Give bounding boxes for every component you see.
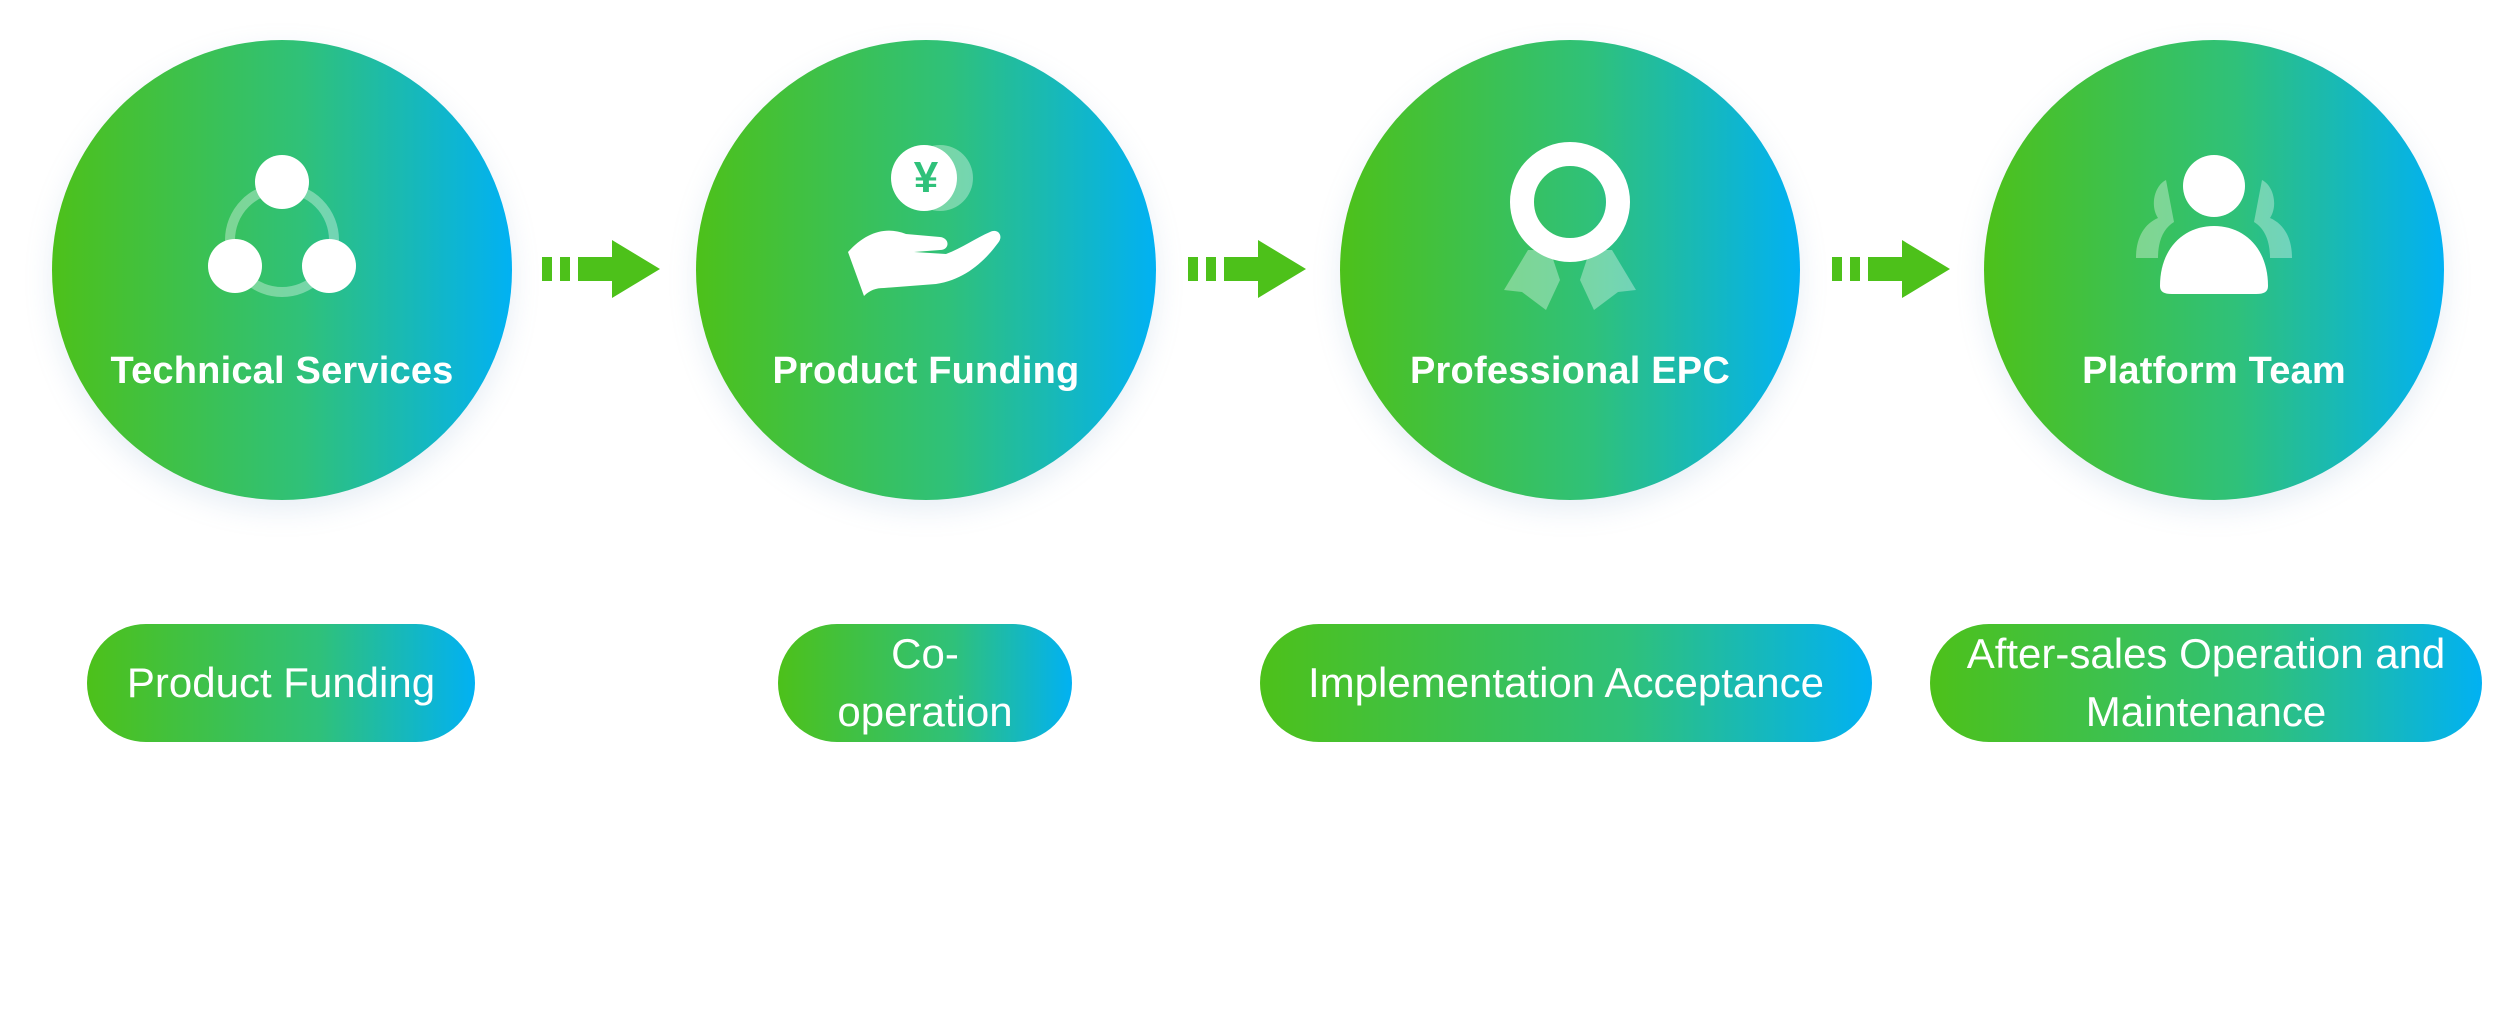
team-people-icon [2136, 155, 2292, 294]
hand-coin-yen-icon [848, 145, 1001, 296]
pill-after-sales-operation-and-maintenance: After-sales Operation and Maintenance [1930, 624, 2482, 742]
award-ribbon-icon [1504, 142, 1636, 310]
pill-implementation-acceptance: Implementation Acceptance [1260, 624, 1872, 742]
step-title: Platform Team [2082, 350, 2346, 392]
arrow-right-icon [542, 240, 660, 298]
arrow-right-icon [1188, 240, 1306, 298]
pill-product-funding: Product Funding [87, 624, 475, 742]
step-title: Professional EPC [1410, 350, 1730, 392]
step-circle-professional-epc: Professional EPC [1340, 40, 1800, 500]
step-circle-product-funding: ¥ Product Funding [696, 40, 1156, 500]
step-title: Technical Services [110, 350, 454, 392]
step-circle-technical-services: Technical Services [52, 40, 512, 500]
arrow-right-icon [1832, 240, 1950, 298]
pill-co-operation: Co-operation [778, 624, 1072, 742]
yen-symbol: ¥ [913, 153, 939, 202]
step-circle-platform-team: Platform Team [1984, 40, 2444, 500]
network-nodes-icon [208, 155, 356, 297]
step-title: Product Funding [772, 350, 1080, 392]
